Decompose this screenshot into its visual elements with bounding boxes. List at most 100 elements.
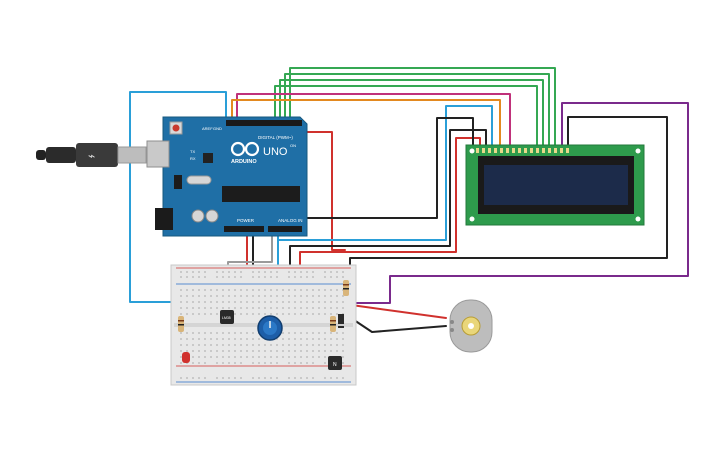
breadboard-hole [288, 362, 290, 364]
breadboard-hole [198, 276, 200, 278]
breadboard-hole [210, 338, 212, 340]
arduino-brand: ARDUINO [231, 159, 257, 165]
breadboard-hole [216, 289, 218, 291]
breadboard-hole [312, 362, 314, 364]
lcd-pin[interactable] [506, 148, 509, 153]
breadboard-hole [210, 332, 212, 334]
breadboard-hole [246, 313, 248, 315]
resistor-left[interactable] [178, 316, 184, 332]
analog-header[interactable] [268, 226, 302, 232]
wire-green-4[interactable] [274, 85, 538, 148]
breadboard-hole [318, 338, 320, 340]
breadboard-hole [204, 377, 206, 379]
breadboard-hole [306, 313, 308, 315]
breadboard-hole [258, 271, 260, 273]
potentiometer[interactable] [257, 315, 283, 341]
wire-red-motor[interactable] [343, 303, 447, 319]
wire-black-right[interactable] [349, 116, 668, 269]
breadboard-hole [234, 362, 236, 364]
lcd-pin[interactable] [566, 148, 569, 153]
lcd-pin[interactable] [530, 148, 533, 153]
arduino-uno-board[interactable]: DIGITAL (PWM~) AREF GND TX RX ON ARDUINO… [146, 116, 308, 237]
breadboard-hole [312, 289, 314, 291]
breadboard-hole [180, 350, 182, 352]
breadboard-hole [228, 350, 230, 352]
breadboard-hole [186, 307, 188, 309]
wire-purple-right[interactable] [349, 102, 689, 304]
wire-blue-left[interactable] [129, 91, 227, 303]
breadboard-hole [330, 301, 332, 303]
lcd-pin-header[interactable] [476, 148, 569, 153]
resistor-left-band-2 [178, 324, 184, 326]
wire-red-lcd[interactable] [299, 137, 481, 271]
transistor[interactable]: N [328, 356, 342, 370]
breadboard-hole [282, 313, 284, 315]
lcd-pin[interactable] [476, 148, 479, 153]
breadboard-hole [318, 301, 320, 303]
wire-green-2[interactable] [284, 73, 550, 148]
breadboard-hole [186, 313, 188, 315]
breadboard-hole [288, 313, 290, 315]
breadboard-hole [192, 307, 194, 309]
lcd-pin[interactable] [500, 148, 503, 153]
breadboard-hole [288, 332, 290, 334]
breadboard-hole [300, 301, 302, 303]
breadboard-hole [258, 350, 260, 352]
lcd-pin[interactable] [488, 148, 491, 153]
wire-green-1[interactable] [289, 67, 556, 148]
breadboard-hole [222, 362, 224, 364]
wire-green-3[interactable] [279, 79, 544, 148]
lcd-pin[interactable] [542, 148, 545, 153]
breadboard-hole [222, 295, 224, 297]
power-header[interactable] [224, 226, 264, 232]
lcd-pin[interactable] [560, 148, 563, 153]
wire-orange[interactable] [231, 99, 501, 148]
dc-motor[interactable] [449, 299, 493, 353]
breadboard-hole [318, 295, 320, 297]
breadboard-hole [246, 332, 248, 334]
breadboard-hole [240, 276, 242, 278]
breadboard-hole [204, 295, 206, 297]
usb-cable[interactable]: ⌁ [36, 143, 147, 167]
breadboard-hole [228, 276, 230, 278]
breadboard-hole [342, 362, 344, 364]
breadboard-hole [246, 301, 248, 303]
breadboard-hole [192, 301, 194, 303]
breadboard-hole [234, 338, 236, 340]
digital-header[interactable] [226, 120, 302, 126]
breadboard-hole [342, 350, 344, 352]
breadboard-hole [336, 350, 338, 352]
breadboard-hole [216, 271, 218, 273]
led-red[interactable] [182, 352, 190, 363]
breadboard-hole [222, 307, 224, 309]
breadboard-hole [288, 289, 290, 291]
breadboard-hole [198, 356, 200, 358]
resistor-middle[interactable] [330, 316, 336, 332]
breadboard-hole [204, 271, 206, 273]
lcd-display[interactable] [465, 144, 645, 226]
resistor-middle-band-2 [330, 324, 336, 326]
lcd-pin[interactable] [554, 148, 557, 153]
lcd-pin[interactable] [494, 148, 497, 153]
wire-magenta[interactable] [236, 93, 511, 148]
breadboard-hole [198, 338, 200, 340]
breadboard-hole [180, 362, 182, 364]
breadboard-hole [324, 338, 326, 340]
lcd-pin[interactable] [518, 148, 521, 153]
breadboard-hole [186, 377, 188, 379]
temperature-sensor[interactable]: LM35 [220, 310, 234, 324]
lcd-pin[interactable] [536, 148, 539, 153]
lcd-pin[interactable] [524, 148, 527, 153]
usb-chip [203, 153, 213, 163]
wire-black-lcd-2[interactable] [275, 117, 474, 219]
breadboard-hole [312, 271, 314, 273]
lcd-pin[interactable] [548, 148, 551, 153]
resistor-right[interactable] [343, 280, 349, 296]
breadboard-hole [204, 338, 206, 340]
lcd-pin[interactable] [512, 148, 515, 153]
diode[interactable] [338, 314, 344, 328]
breadboard-hole [342, 276, 344, 278]
wire-black-lcd-1[interactable] [289, 129, 487, 271]
lcd-pin[interactable] [482, 148, 485, 153]
breadboard-hole [180, 307, 182, 309]
